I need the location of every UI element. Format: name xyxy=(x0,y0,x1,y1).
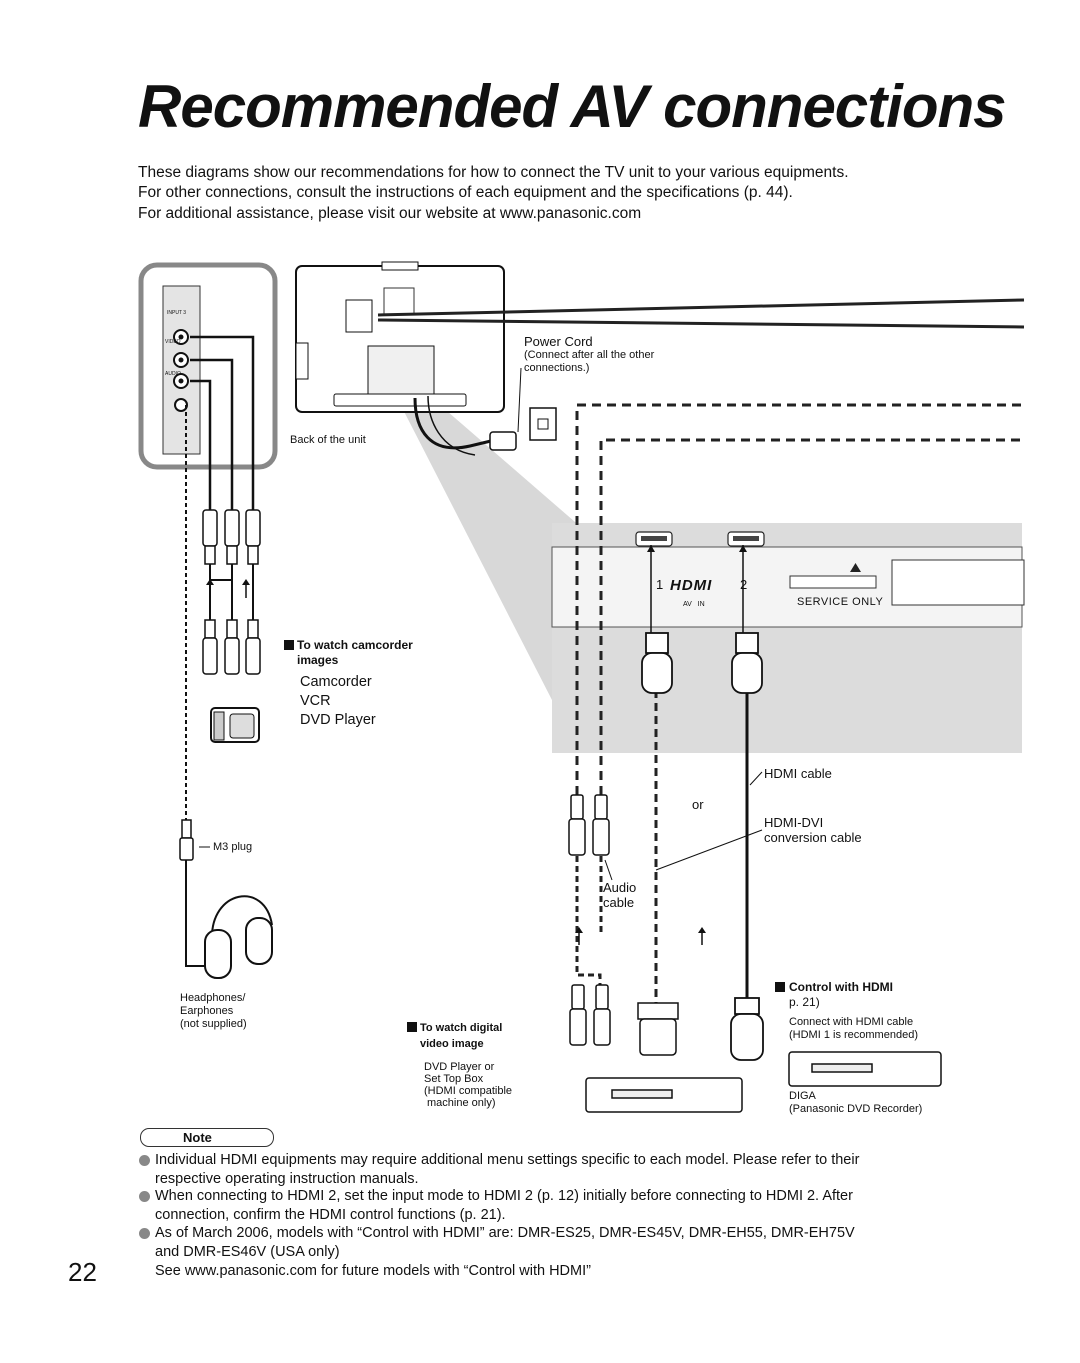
diga-label-2: (Panasonic DVD Recorder) xyxy=(789,1103,923,1115)
hdmi-port-1-label: 1 xyxy=(656,577,664,592)
control-heading: Control with HDMI xyxy=(789,980,893,994)
power-note-1: (Connect after all the other xyxy=(524,349,655,361)
audio-cable-label-1: Audio xyxy=(603,880,637,895)
headphones-label-3: (not supplied) xyxy=(180,1018,247,1030)
intro-line-3: For additional assistance, please visit … xyxy=(138,205,642,222)
bullet-dot xyxy=(139,1155,150,1166)
back-of-unit-label: Back of the unit xyxy=(290,434,366,446)
note-3-line-3: See www.panasonic.com for future models … xyxy=(155,1263,591,1279)
power-note-2: connections.) xyxy=(524,362,590,374)
av-in-label: AV IN xyxy=(683,601,705,608)
diga-label-1: DIGA xyxy=(789,1090,816,1102)
intro-line-1: These diagrams show our recommendations … xyxy=(138,164,849,181)
camcorder-label: Camcorder xyxy=(300,674,372,690)
dvd-stb-label-4: machine only) xyxy=(427,1097,496,1109)
digital-heading-1: To watch digital xyxy=(420,1022,503,1034)
input3-inset xyxy=(138,262,278,470)
audio-cable-label-2: cable xyxy=(603,895,635,910)
headphones-icon xyxy=(204,895,273,979)
note-label-box: Note xyxy=(140,1128,274,1147)
hdmi-cable-label: HDMI cable xyxy=(764,766,832,781)
bullet-square xyxy=(407,1022,417,1032)
note-3-line-2: and DMR-ES46V (USA only) xyxy=(155,1244,340,1260)
note-1-line-2: respective operating instruction manuals… xyxy=(155,1171,419,1187)
hdmi-port-2-label: 2 xyxy=(740,577,748,592)
headphones-label-1: Headphones/ xyxy=(180,992,246,1004)
note-item-3: As of March 2006, models with “Control w… xyxy=(139,1224,855,1281)
note-1-line-1: Individual HDMI equipments may require a… xyxy=(155,1152,860,1168)
hdmi-dvi-label-2: conversion cable xyxy=(764,830,862,845)
power-cord-label: Power Cord xyxy=(524,334,593,349)
page-title: Recommended AV connections xyxy=(138,73,1006,140)
camcorder-heading-1: To watch camcorder xyxy=(297,638,413,652)
vcr-label: VCR xyxy=(300,693,331,709)
bullet-square xyxy=(775,982,785,992)
note-2-line-2: connection, confirm the HDMI control fun… xyxy=(155,1207,506,1223)
panel-audio-label: AUDIO xyxy=(165,371,181,377)
note-item-1: Individual HDMI equipments may require a… xyxy=(139,1151,860,1189)
bullet-dot xyxy=(139,1228,150,1239)
camcorder-icon xyxy=(210,707,260,743)
panel-video-label: VIDEO xyxy=(165,339,181,345)
service-slot xyxy=(789,575,877,589)
note-2-line-1: When connecting to HDMI 2, set the input… xyxy=(155,1188,853,1204)
or-label: or xyxy=(692,797,704,812)
camcorder-heading-2: images xyxy=(297,653,339,667)
bullet-square xyxy=(284,640,294,650)
dvd-stb-label-2: Set Top Box xyxy=(424,1073,484,1085)
headphones-label-2: Earphones xyxy=(180,1005,234,1017)
hdmi-dvi-label-1: HDMI-DVI xyxy=(764,815,824,830)
dvd-stb-label-1: DVD Player or xyxy=(424,1061,495,1073)
dvd-stb-label-3: (HDMI compatible xyxy=(424,1085,513,1097)
m3-plug-label: M3 plug xyxy=(213,841,253,853)
digital-heading-2: video image xyxy=(420,1038,484,1050)
diga-recorder-icon xyxy=(788,1051,942,1087)
hdmi-logo: HDMI xyxy=(670,577,713,594)
bullet-dot xyxy=(139,1191,150,1202)
note-item-2: When connecting to HDMI 2, set the input… xyxy=(139,1187,853,1225)
control-note-1: Connect with HDMI cable xyxy=(789,1016,914,1028)
dvd-player-label: DVD Player xyxy=(300,712,376,728)
service-only-label: SERVICE ONLY xyxy=(797,596,884,608)
panel-inputs-label: INPUT 3 xyxy=(167,310,187,316)
note-3-line-1: As of March 2006, models with “Control w… xyxy=(155,1225,855,1241)
page-number: 22 xyxy=(68,1257,97,1287)
intro-line-2: For other connections, consult the instr… xyxy=(138,184,793,201)
control-page-ref: p. 21) xyxy=(789,995,820,1009)
control-note-2: (HDMI 1 is recommended) xyxy=(789,1029,918,1041)
dvd-player-icon xyxy=(585,1077,743,1113)
note-label: Note xyxy=(183,1130,212,1145)
